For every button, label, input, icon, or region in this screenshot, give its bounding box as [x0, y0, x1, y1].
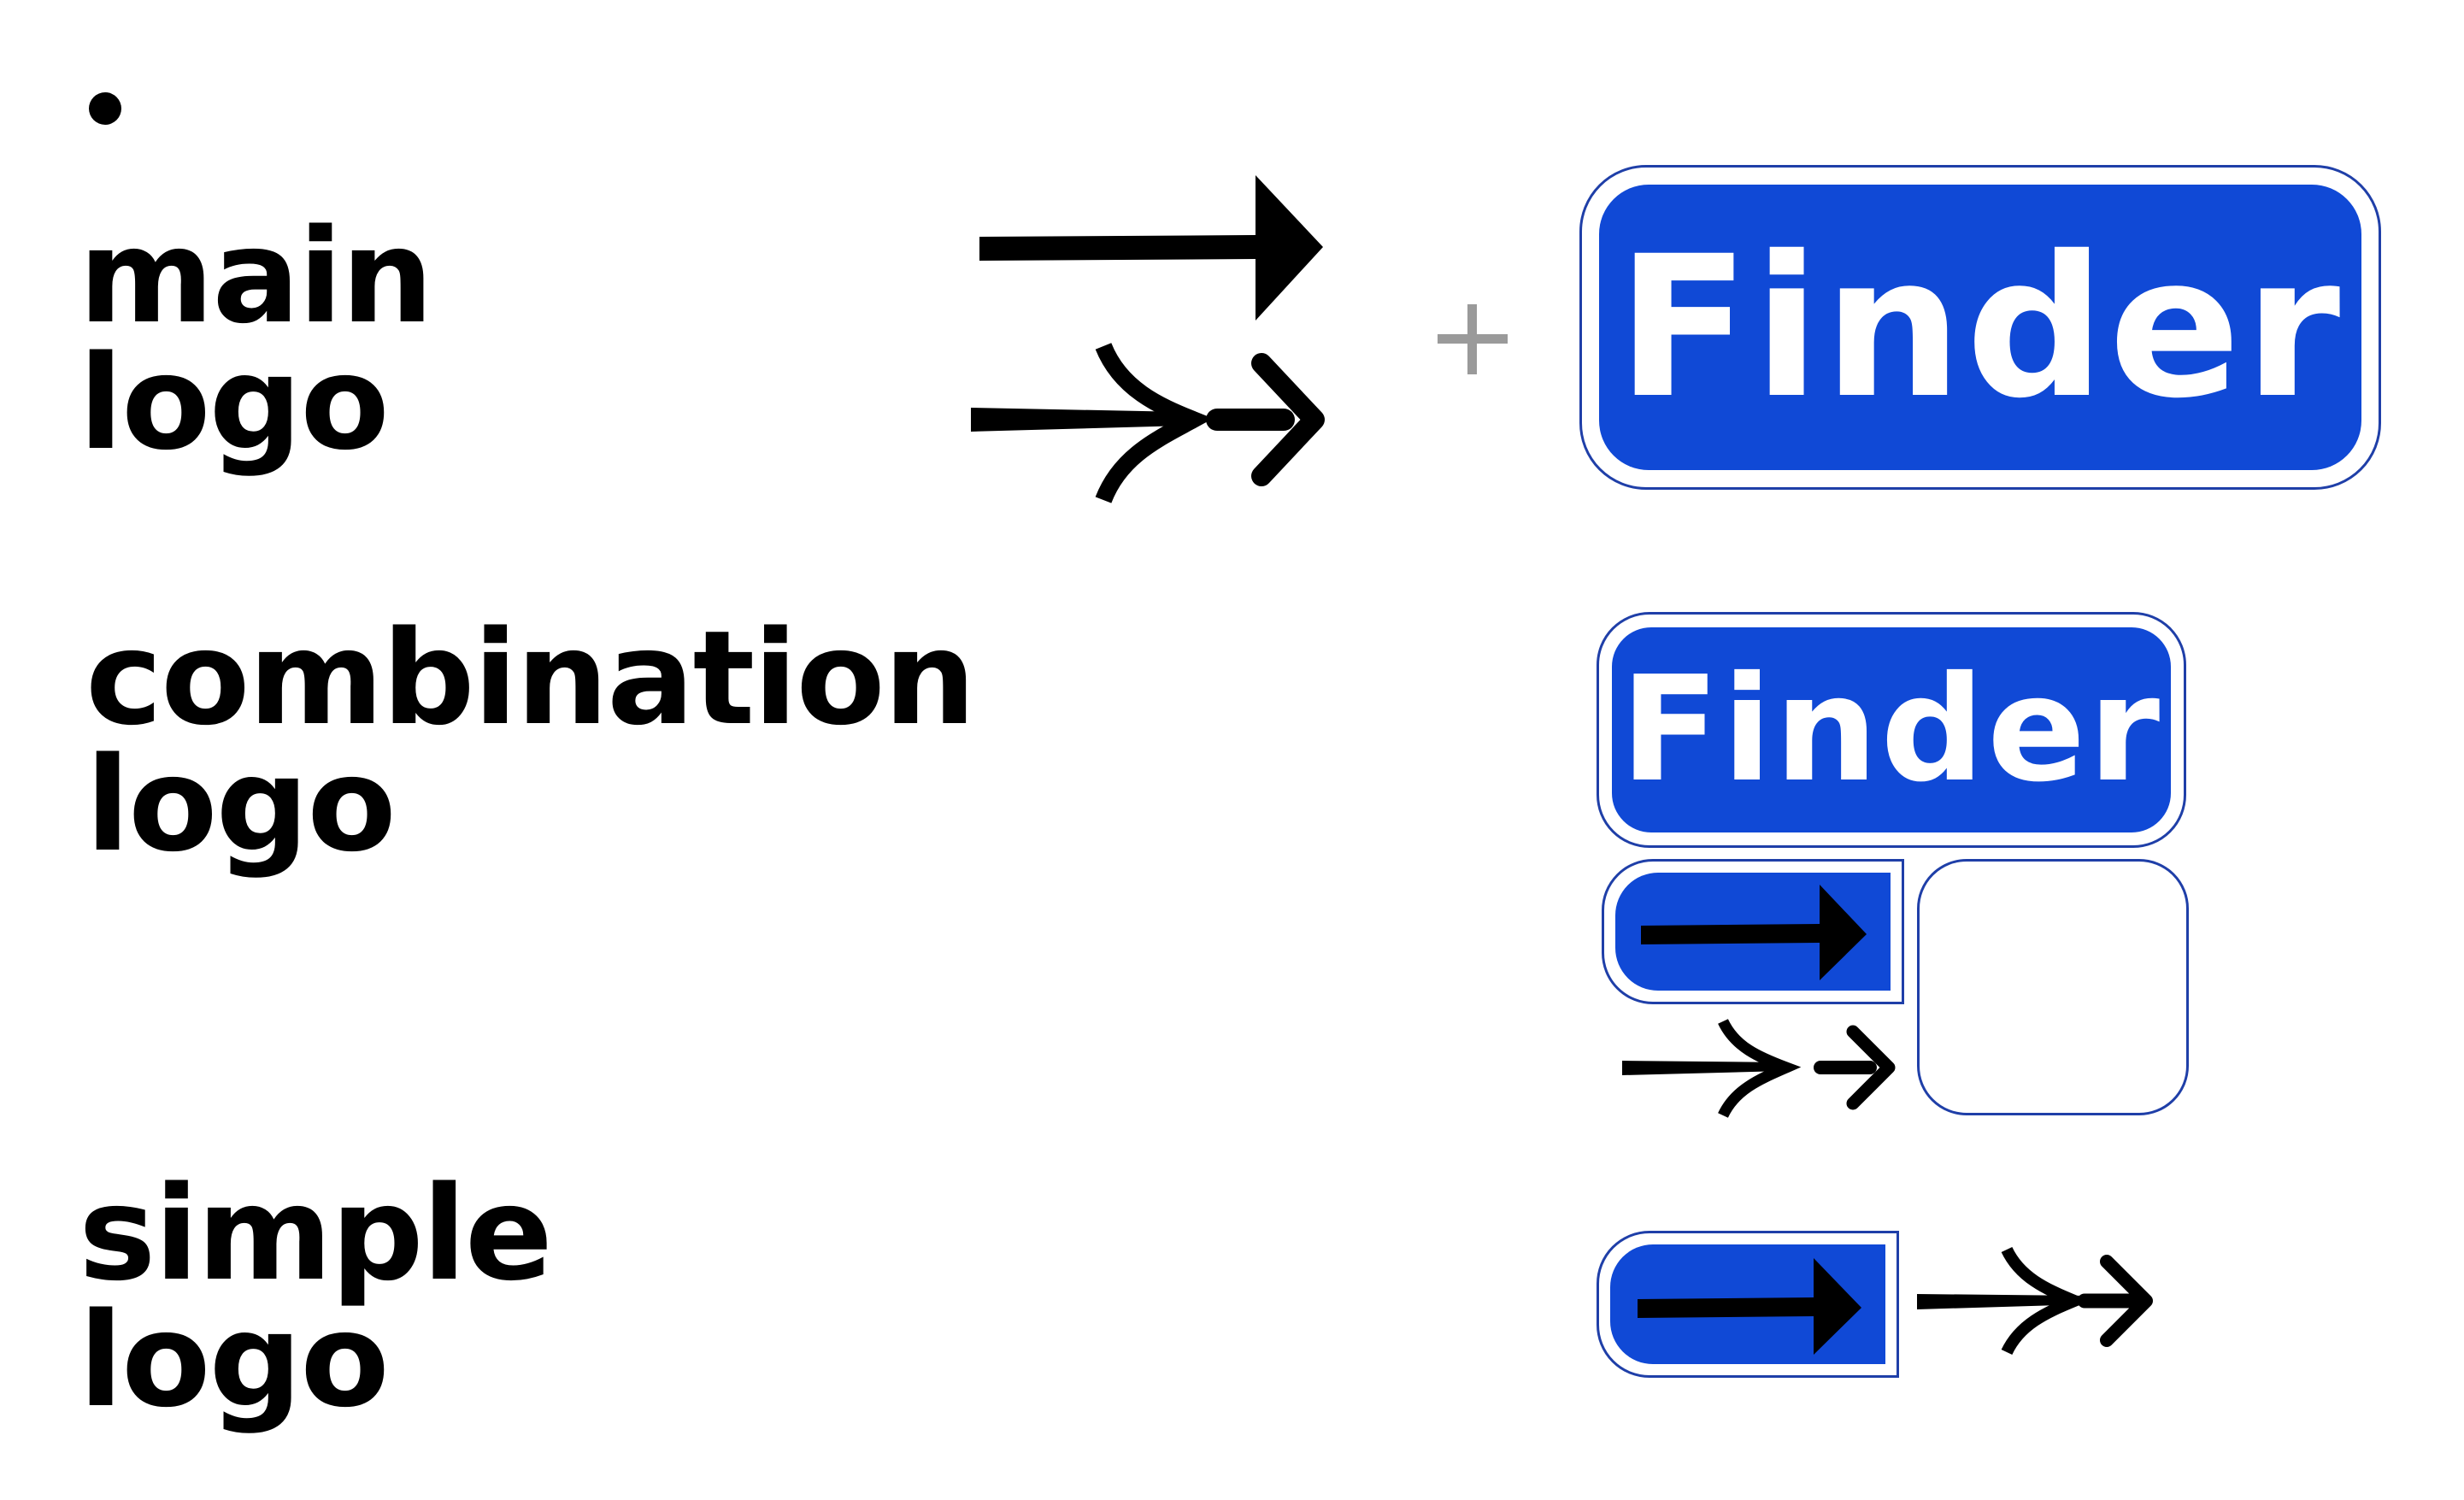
arrow-badge-simple	[1597, 1231, 1899, 1378]
arrow-badge-combination	[1602, 859, 1904, 1004]
double-chevron-arrow-icon	[1622, 1018, 1896, 1119]
combination-logo-heading-line-2: logo	[85, 729, 397, 880]
finder-wordmark-main: Finder	[1599, 185, 2361, 470]
plus-icon	[1438, 304, 1508, 374]
simple-logo-heading: simple logo	[79, 1158, 553, 1436]
long-arrow-icon	[1638, 1258, 1861, 1355]
long-arrow-icon	[979, 175, 1323, 321]
combination-logo-heading-line-1: combination	[85, 603, 976, 754]
simple-logo-heading-line-2: logo	[79, 1285, 390, 1436]
long-arrow-icon	[1641, 885, 1867, 980]
simple-logo-heading-line-1: simple	[79, 1158, 553, 1309]
main-logo-heading: main logo	[79, 201, 433, 479]
double-chevron-arrow-icon	[1917, 1246, 2153, 1356]
blank-icon-placeholder	[1917, 859, 2189, 1115]
main-logo-heading-line-1: main	[79, 201, 433, 352]
finder-wordmark-badge-combination: Finder	[1597, 612, 2186, 848]
main-logo-heading-line-2: logo	[79, 327, 390, 479]
finder-wordmark-combination: Finder	[1612, 627, 2171, 832]
combination-logo-heading: combination logo	[85, 603, 976, 880]
double-chevron-arrow-icon	[971, 342, 1325, 503]
bullet-dot-icon	[89, 92, 121, 125]
finder-wordmark-badge-main: Finder	[1579, 165, 2381, 490]
